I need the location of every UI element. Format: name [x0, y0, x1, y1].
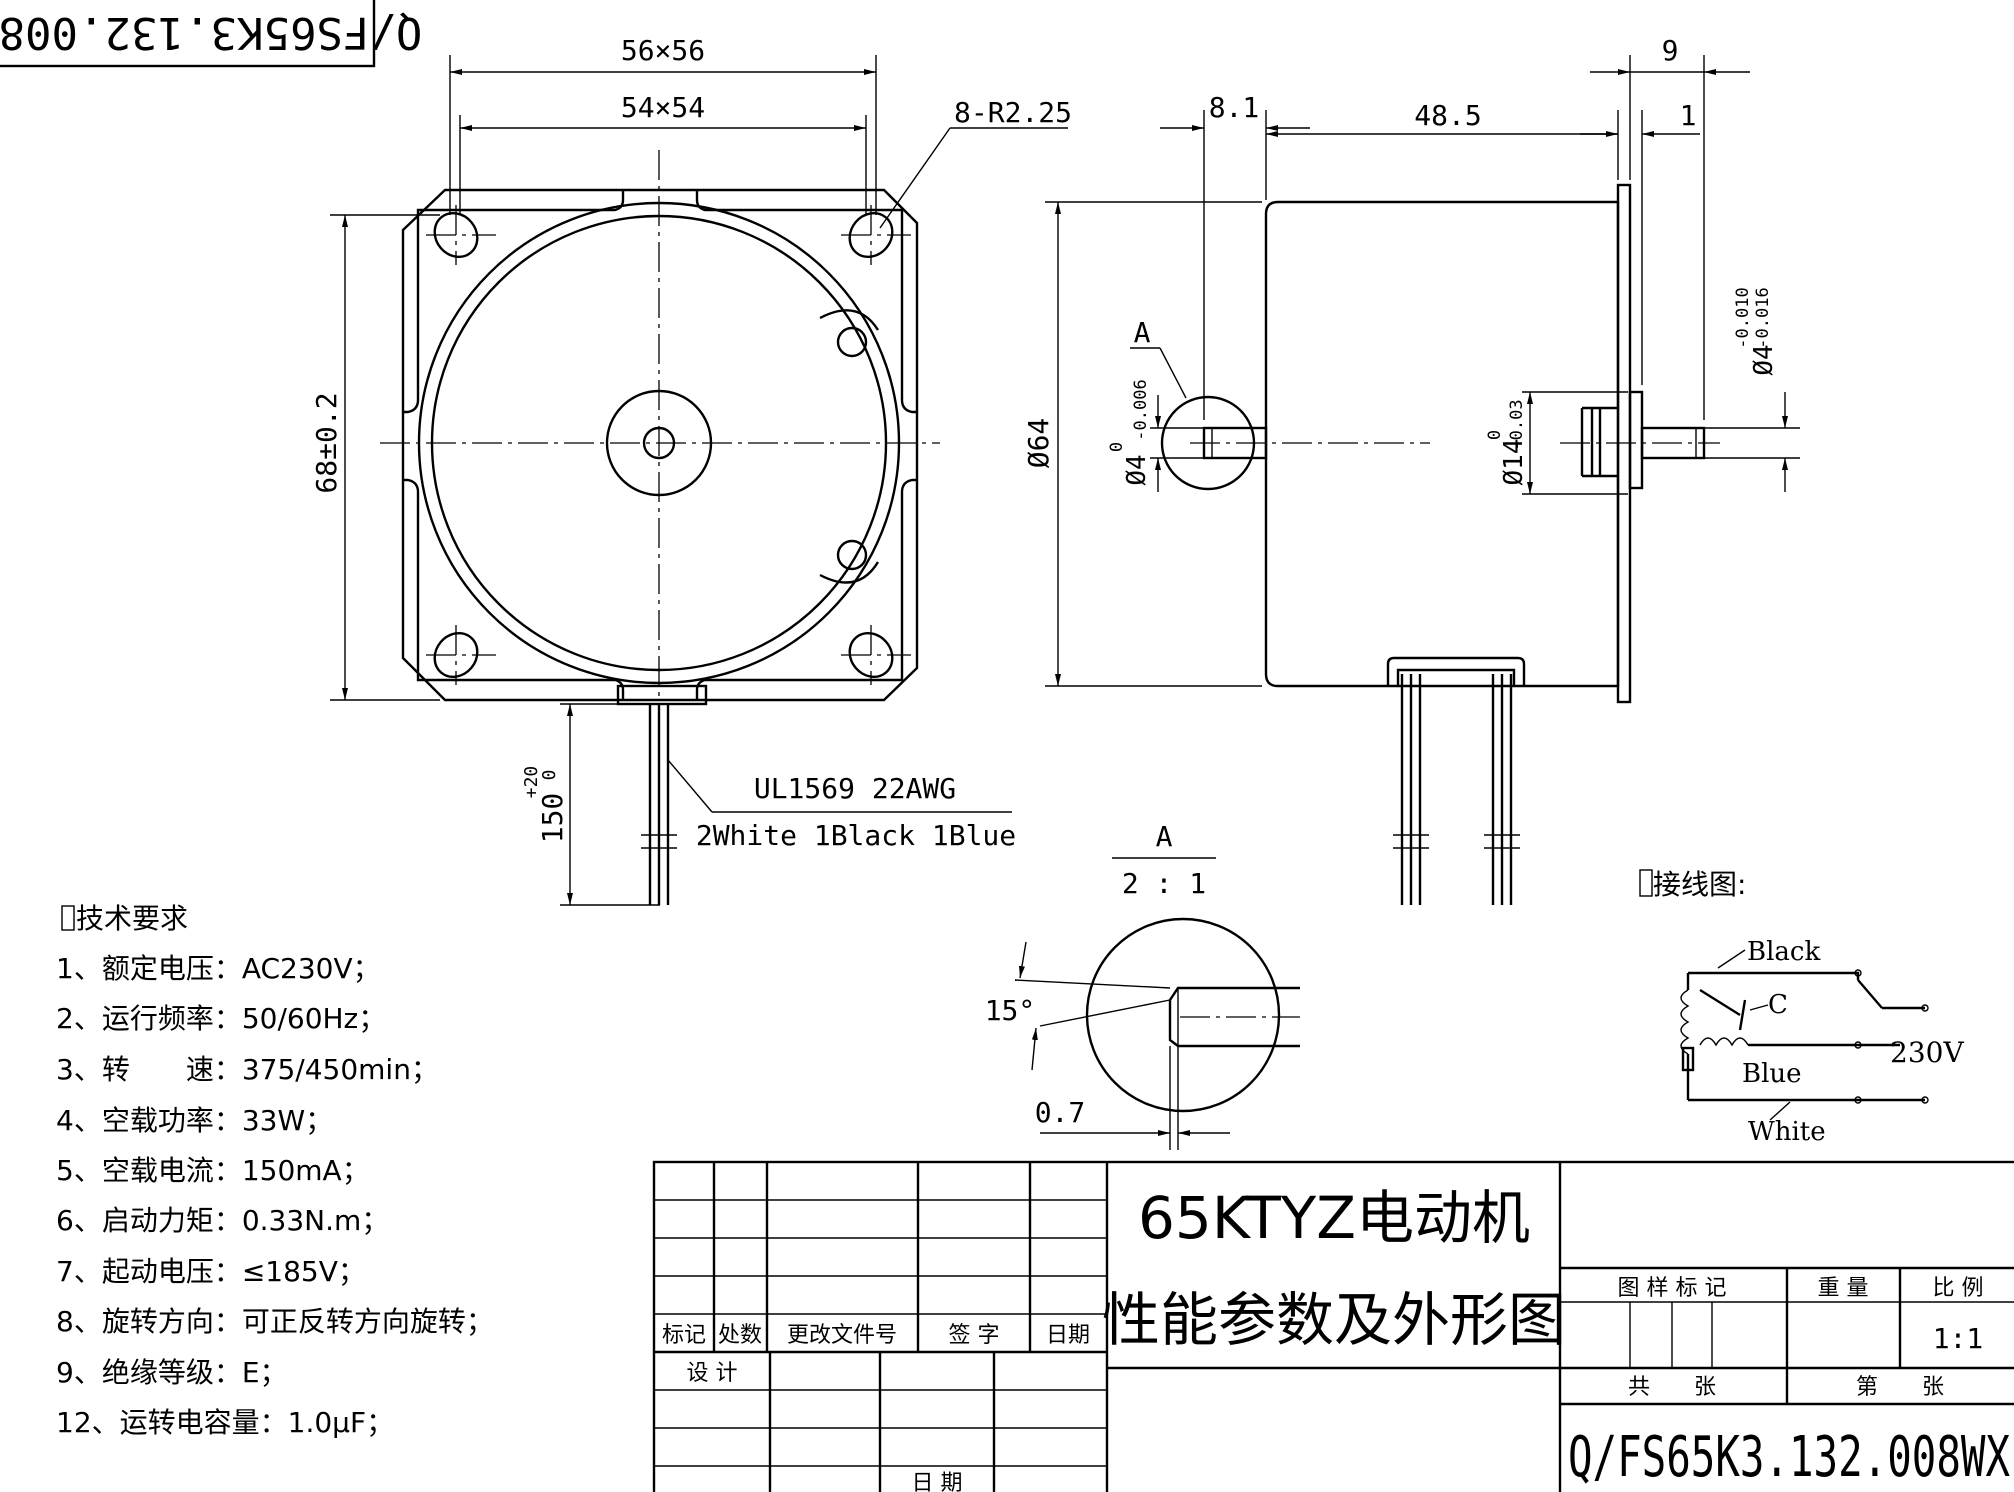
detail-circle-a	[1160, 395, 1256, 491]
dim-shaft-front-total: 9	[1662, 34, 1679, 67]
tech-requirements: 技术要求 1、额定电压：AC230V； 2、运行频率：50/60Hz； 3、转 …	[56, 902, 494, 1439]
drawing-number: Q/FS65K3.132.008WX	[1568, 1425, 2010, 1490]
rev-date-header: 日期	[1046, 1323, 1090, 1348]
wire-black-label: Black	[1747, 937, 1820, 967]
wire-spec-2: 2White 1Black 1Blue	[696, 819, 1016, 852]
dim-body-diameter: Ø64	[1022, 418, 1055, 469]
dim-rear-shaft-tol-lower: -0.006	[1131, 379, 1151, 440]
side-view: A 8.1 48.5 9	[1022, 34, 1800, 905]
tech-item: 1、额定电压：AC230V；	[56, 952, 381, 985]
tech-item: 5、空载电流：150mA；	[56, 1154, 370, 1187]
rev-doc-header: 更改文件号	[787, 1323, 897, 1348]
detail-scale: 2 : 1	[1122, 867, 1206, 900]
upside-down-drawing-number: Q/FS65K3.132.008WX	[0, 7, 422, 58]
dim-54x54: 54×54	[621, 91, 705, 124]
sheet-no-label: 第 张	[1856, 1375, 1944, 1400]
design-label: 设 计	[687, 1361, 738, 1386]
wire-cap-label: C	[1768, 990, 1788, 1020]
front-flange-outline	[401, 188, 919, 702]
detail-view-a: A 2 : 1 0.7 15°	[985, 820, 1300, 1150]
rev-mark-header: 标记	[662, 1323, 706, 1348]
detail-angle: 15°	[985, 994, 1036, 1027]
rev-sign-header: 签 字	[949, 1323, 1000, 1348]
detail-marker: A	[1134, 316, 1151, 349]
dim-lead-length: 150	[536, 793, 569, 844]
front-view: 56×56 54×54 8-R2.25 68±0.2 150 +20 0 UL1…	[310, 34, 1072, 906]
voltage-label: 230V	[1890, 1036, 1964, 1069]
detail-label: A	[1156, 820, 1173, 853]
dim-front-shaft-dia: Ø4	[1749, 344, 1779, 375]
motor-can	[1264, 200, 1620, 688]
wire-blue-label: Blue	[1742, 1059, 1802, 1089]
front-boss	[1628, 390, 1644, 490]
wire-spec-1: UL1569 22AWG	[754, 772, 956, 805]
dim-hole-radius: 8-R2.25	[954, 96, 1072, 129]
tech-item: 4、空载功率：33W；	[56, 1104, 333, 1137]
mounting-holes	[433, 211, 894, 679]
dim-rear-shaft-dia: Ø4	[1122, 454, 1152, 485]
front-lead-wires	[641, 704, 677, 905]
dim-boss-tol-upper: 0	[1485, 430, 1505, 440]
dim-lead-tol-lower: 0	[539, 770, 560, 781]
upper-right-plate	[695, 190, 917, 414]
wiring-diagram: 接线图: Black C Blue 230V White	[1639, 868, 1964, 1147]
dim-flange-thickness: 1	[1680, 99, 1697, 132]
detail-width: 0.7	[1035, 1096, 1086, 1129]
tech-item: 6、启动力矩：0.33N.m；	[56, 1204, 389, 1237]
dim-rear-shaft-tol-upper: 0	[1107, 442, 1127, 452]
date-label: 日 期	[912, 1471, 963, 1492]
ratio-label: 比 例	[1933, 1276, 1984, 1301]
dim-front-shaft-tol-upper: -0.010	[1733, 287, 1753, 348]
weight-label: 重 量	[1818, 1276, 1869, 1301]
dim-lead-tol-upper: +20	[521, 766, 542, 799]
tech-item: 2、运行频率：50/60Hz；	[56, 1002, 386, 1035]
dim-body-length: 48.5	[1414, 99, 1481, 132]
sheets-total-label: 共 张	[1628, 1375, 1716, 1400]
dim-boss-dia: Ø14	[1499, 439, 1529, 486]
dim-boss-tol-lower: -0.03	[1507, 399, 1527, 450]
title-block: 标记 处数 更改文件号 签 字 日期 设 计 日 期 65KTYZ电动机 性能参…	[652, 1160, 2014, 1492]
tech-title: 技术要求	[76, 902, 188, 935]
rev-count-header: 处数	[718, 1323, 762, 1348]
sample-mark-label: 图 样 标 记	[1618, 1276, 1727, 1301]
dim-front-shaft-tol-lower: -0.016	[1753, 287, 1773, 348]
lower-right-plate	[695, 478, 917, 700]
tech-item: 8、旋转方向：可正反转方向旋转；	[56, 1305, 494, 1338]
ratio-value: 1:1	[1933, 1322, 1984, 1355]
wire-white-label: White	[1748, 1117, 1826, 1147]
tech-item: 9、绝缘等级：E；	[56, 1356, 288, 1389]
tech-item: 3、转 速：375/450min；	[56, 1053, 439, 1086]
terminal-housing	[1386, 656, 1526, 686]
dim-rear-shaft-length: 8.1	[1209, 91, 1260, 124]
upside-down-number-box: Q/FS65K3.132.008WX	[0, 0, 422, 68]
side-lead-wires	[1393, 674, 1520, 905]
dim-56x56: 56×56	[621, 34, 705, 67]
title-line-2: 性能参数及外形图	[1102, 1286, 1566, 1354]
title-line-1: 65KTYZ电动机	[1138, 1184, 1530, 1252]
dim-height: 68±0.2	[310, 392, 343, 493]
tech-item: 12、运转电容量：1.0μF；	[56, 1406, 394, 1439]
wiring-title: 接线图:	[1653, 868, 1746, 901]
tech-item: 7、起动电压：≤185V；	[56, 1255, 366, 1288]
upper-left-plate	[403, 190, 625, 414]
